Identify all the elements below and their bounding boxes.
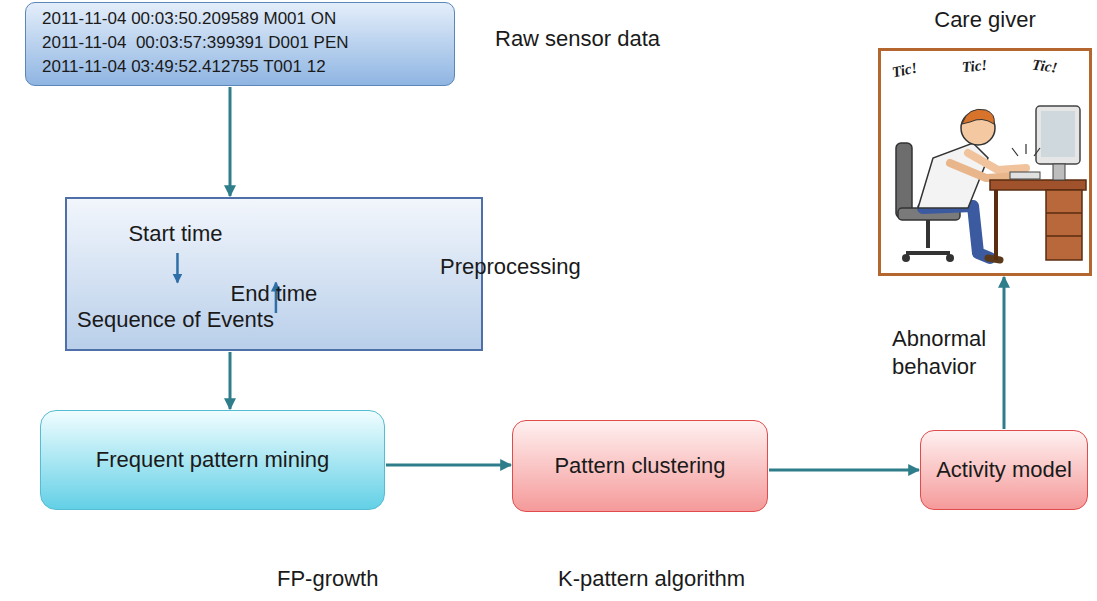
flow-arrow — [229, 87, 232, 196]
inner-arrow — [176, 253, 179, 283]
node-text: Care giver — [861, 7, 1097, 33]
sound-effect: Tic! — [1031, 56, 1058, 76]
node-text: Sequence of Events — [77, 307, 274, 333]
node-text: Pattern clustering — [554, 453, 725, 479]
node-text: Frequent pattern mining — [96, 447, 330, 473]
node-text: Start time — [77, 221, 274, 247]
care-giver-illustration — [878, 48, 1092, 276]
flow-arrow — [769, 469, 919, 472]
node-text: End time — [77, 281, 471, 307]
process-box: Frequent pattern mining — [40, 410, 385, 510]
edge-label: Abnormal behavior — [892, 325, 992, 381]
flow-arrow — [1003, 277, 1006, 429]
caregiver-frame: Care giver — [878, 48, 1092, 276]
preprocessing-box: Start timeEnd timeSequence of Events — [65, 197, 483, 351]
flow-arrow — [229, 352, 232, 409]
stage-label: Raw sensor data — [495, 26, 660, 52]
method-label: K-pattern algorithm — [558, 566, 745, 592]
sensor-data-box: 2011-11-04 00:03:50.209589 M001 ON2011-1… — [25, 2, 455, 86]
node-text: 2011-11-04 00:03:50.209589 M001 ON — [42, 7, 438, 31]
node-text: Activity model — [936, 457, 1072, 483]
flow-arrow — [386, 464, 511, 467]
process-box: Activity model — [920, 430, 1088, 510]
node-text: 2011-11-04 03:49:52.412755 T001 12 — [42, 55, 438, 79]
process-box: Pattern clustering — [512, 420, 768, 512]
method-label: FP-growth — [277, 566, 378, 592]
stage-label: Preprocessing — [440, 254, 581, 280]
sound-effect: Tic! — [961, 57, 988, 77]
node-text: 2011-11-04 00:03:57:399391 D001 PEN — [42, 31, 438, 55]
